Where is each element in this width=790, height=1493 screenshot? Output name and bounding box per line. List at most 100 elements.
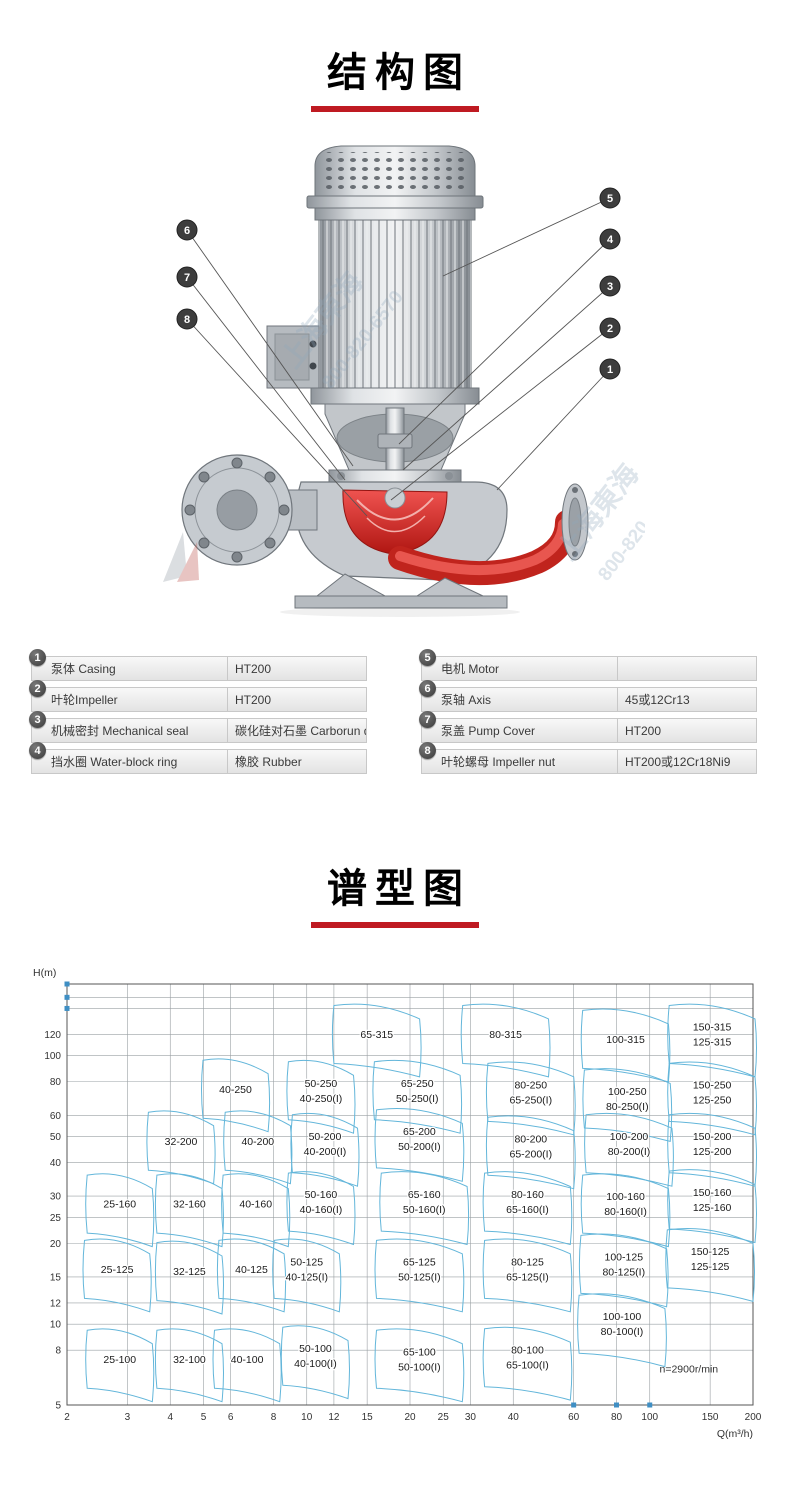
pump-illustration: 上海東海 800-820-6570 上海東海 800-820-6570 6785… — [163, 145, 684, 617]
region-label: 50-100 — [299, 1343, 332, 1355]
region-cell — [482, 1326, 573, 1401]
x-tick-label: 12 — [328, 1412, 340, 1423]
region-cell — [212, 1328, 282, 1403]
y-tick-label: 15 — [50, 1272, 62, 1283]
region-label: 80-160(I) — [604, 1206, 647, 1218]
region-cell — [584, 1112, 674, 1187]
region-label: 100-160 — [606, 1191, 645, 1203]
callout-leader-line — [390, 327, 611, 501]
pump-casing — [181, 454, 589, 585]
region-label: 32-200 — [165, 1136, 198, 1148]
pump-base — [280, 573, 520, 617]
part-material: 45或12Cr13 — [617, 688, 756, 711]
part-number-badge: 8 — [419, 742, 436, 759]
region-label: 80-250 — [514, 1079, 547, 1091]
region-cell — [223, 1110, 293, 1185]
part-number-badge: 5 — [419, 649, 436, 666]
region-label: 65-200(I) — [509, 1148, 552, 1160]
y-tick-label: 100 — [44, 1051, 61, 1062]
region-label: 50-200(I) — [398, 1141, 441, 1153]
callout-number: 1 — [607, 364, 613, 376]
region-cell — [482, 1171, 573, 1246]
region-cell — [374, 1328, 465, 1403]
region-label: 50-125(I) — [398, 1271, 441, 1283]
region-cell — [272, 1238, 342, 1313]
callout-number-badge — [176, 308, 198, 330]
region-label: 100-250 — [608, 1086, 647, 1098]
y-tick-label: 25 — [50, 1213, 62, 1224]
y-tick-label: 60 — [50, 1111, 62, 1122]
x-tick-label: 4 — [167, 1412, 173, 1423]
region-label: 50-100(I) — [398, 1361, 441, 1373]
region-label: 32-100 — [173, 1354, 206, 1366]
x-tick-label: 2 — [64, 1412, 70, 1423]
region-label: 80-250(I) — [606, 1101, 649, 1113]
region-cell — [482, 1238, 573, 1313]
region-label: 80-160 — [511, 1189, 544, 1201]
axis-marker-dot — [614, 1402, 620, 1408]
callout-number: 2 — [607, 323, 613, 335]
part-name: 泵轴 Axis — [441, 693, 492, 707]
region-label: 125-200 — [693, 1146, 732, 1158]
callout-number-badge — [599, 228, 621, 250]
axis-marker-dot — [647, 1402, 653, 1408]
region-label: 65-315 — [360, 1029, 393, 1041]
region-label: 80-125 — [511, 1256, 544, 1268]
x-tick-label: 8 — [271, 1412, 277, 1423]
callout-number: 5 — [607, 193, 613, 205]
region-cell — [280, 1325, 350, 1400]
y-tick-label: 50 — [50, 1132, 62, 1143]
region-cell — [154, 1173, 224, 1248]
x-tick-label: 200 — [745, 1412, 762, 1423]
region-label: 150-125 — [691, 1246, 730, 1258]
callout-number-badge — [599, 187, 621, 209]
region-label: 50-250 — [305, 1078, 338, 1090]
region-label: 65-160 — [408, 1189, 441, 1201]
callout-leader-line — [398, 238, 611, 445]
callout-number: 6 — [184, 225, 190, 237]
y-tick-label: 80 — [50, 1077, 62, 1088]
region-label: 40-100 — [231, 1354, 264, 1366]
region-label: 40-200 — [241, 1136, 274, 1148]
brand-logo-watermark — [163, 532, 199, 582]
callout-number: 7 — [184, 272, 190, 284]
region-label: 32-125 — [173, 1266, 206, 1278]
region-cell — [667, 1169, 757, 1244]
region-label: 50-160 — [305, 1189, 338, 1201]
x-tick-label: 15 — [362, 1412, 374, 1423]
region-label: 40-125(I) — [285, 1271, 328, 1283]
flange-bolts — [184, 457, 290, 563]
region-cell — [460, 1003, 551, 1078]
region-label: 125-315 — [693, 1036, 732, 1048]
x-tick-label: 150 — [702, 1412, 719, 1423]
part-name: 叶轮螺母 Impeller nut — [441, 755, 556, 769]
part-name: 泵体 Casing — [51, 662, 116, 676]
region-label: 40-200(I) — [304, 1146, 347, 1158]
x-tick-label: 80 — [611, 1412, 623, 1423]
region-cell — [374, 1108, 465, 1182]
region-label: 65-100(I) — [506, 1360, 549, 1372]
axis-marker-dot — [64, 981, 70, 987]
region-label: 125-250 — [693, 1094, 732, 1106]
region-label: 100-315 — [606, 1034, 645, 1046]
part-number-badge: 6 — [419, 680, 436, 697]
part-name: 泵盖 Pump Cover — [441, 724, 536, 738]
region-cell — [154, 1328, 224, 1403]
region-label: 150-250 — [693, 1079, 732, 1091]
part-material: HT200 — [227, 657, 366, 680]
part-row: 6 泵轴 Axis 45或12Cr13 — [419, 680, 757, 712]
chart-frame — [66, 983, 754, 1406]
x-tick-label: 6 — [228, 1412, 234, 1423]
page: 结构图 — [0, 40, 790, 1449]
axis-marker-dot — [64, 1005, 70, 1011]
y-tick-label: 5 — [55, 1401, 61, 1412]
